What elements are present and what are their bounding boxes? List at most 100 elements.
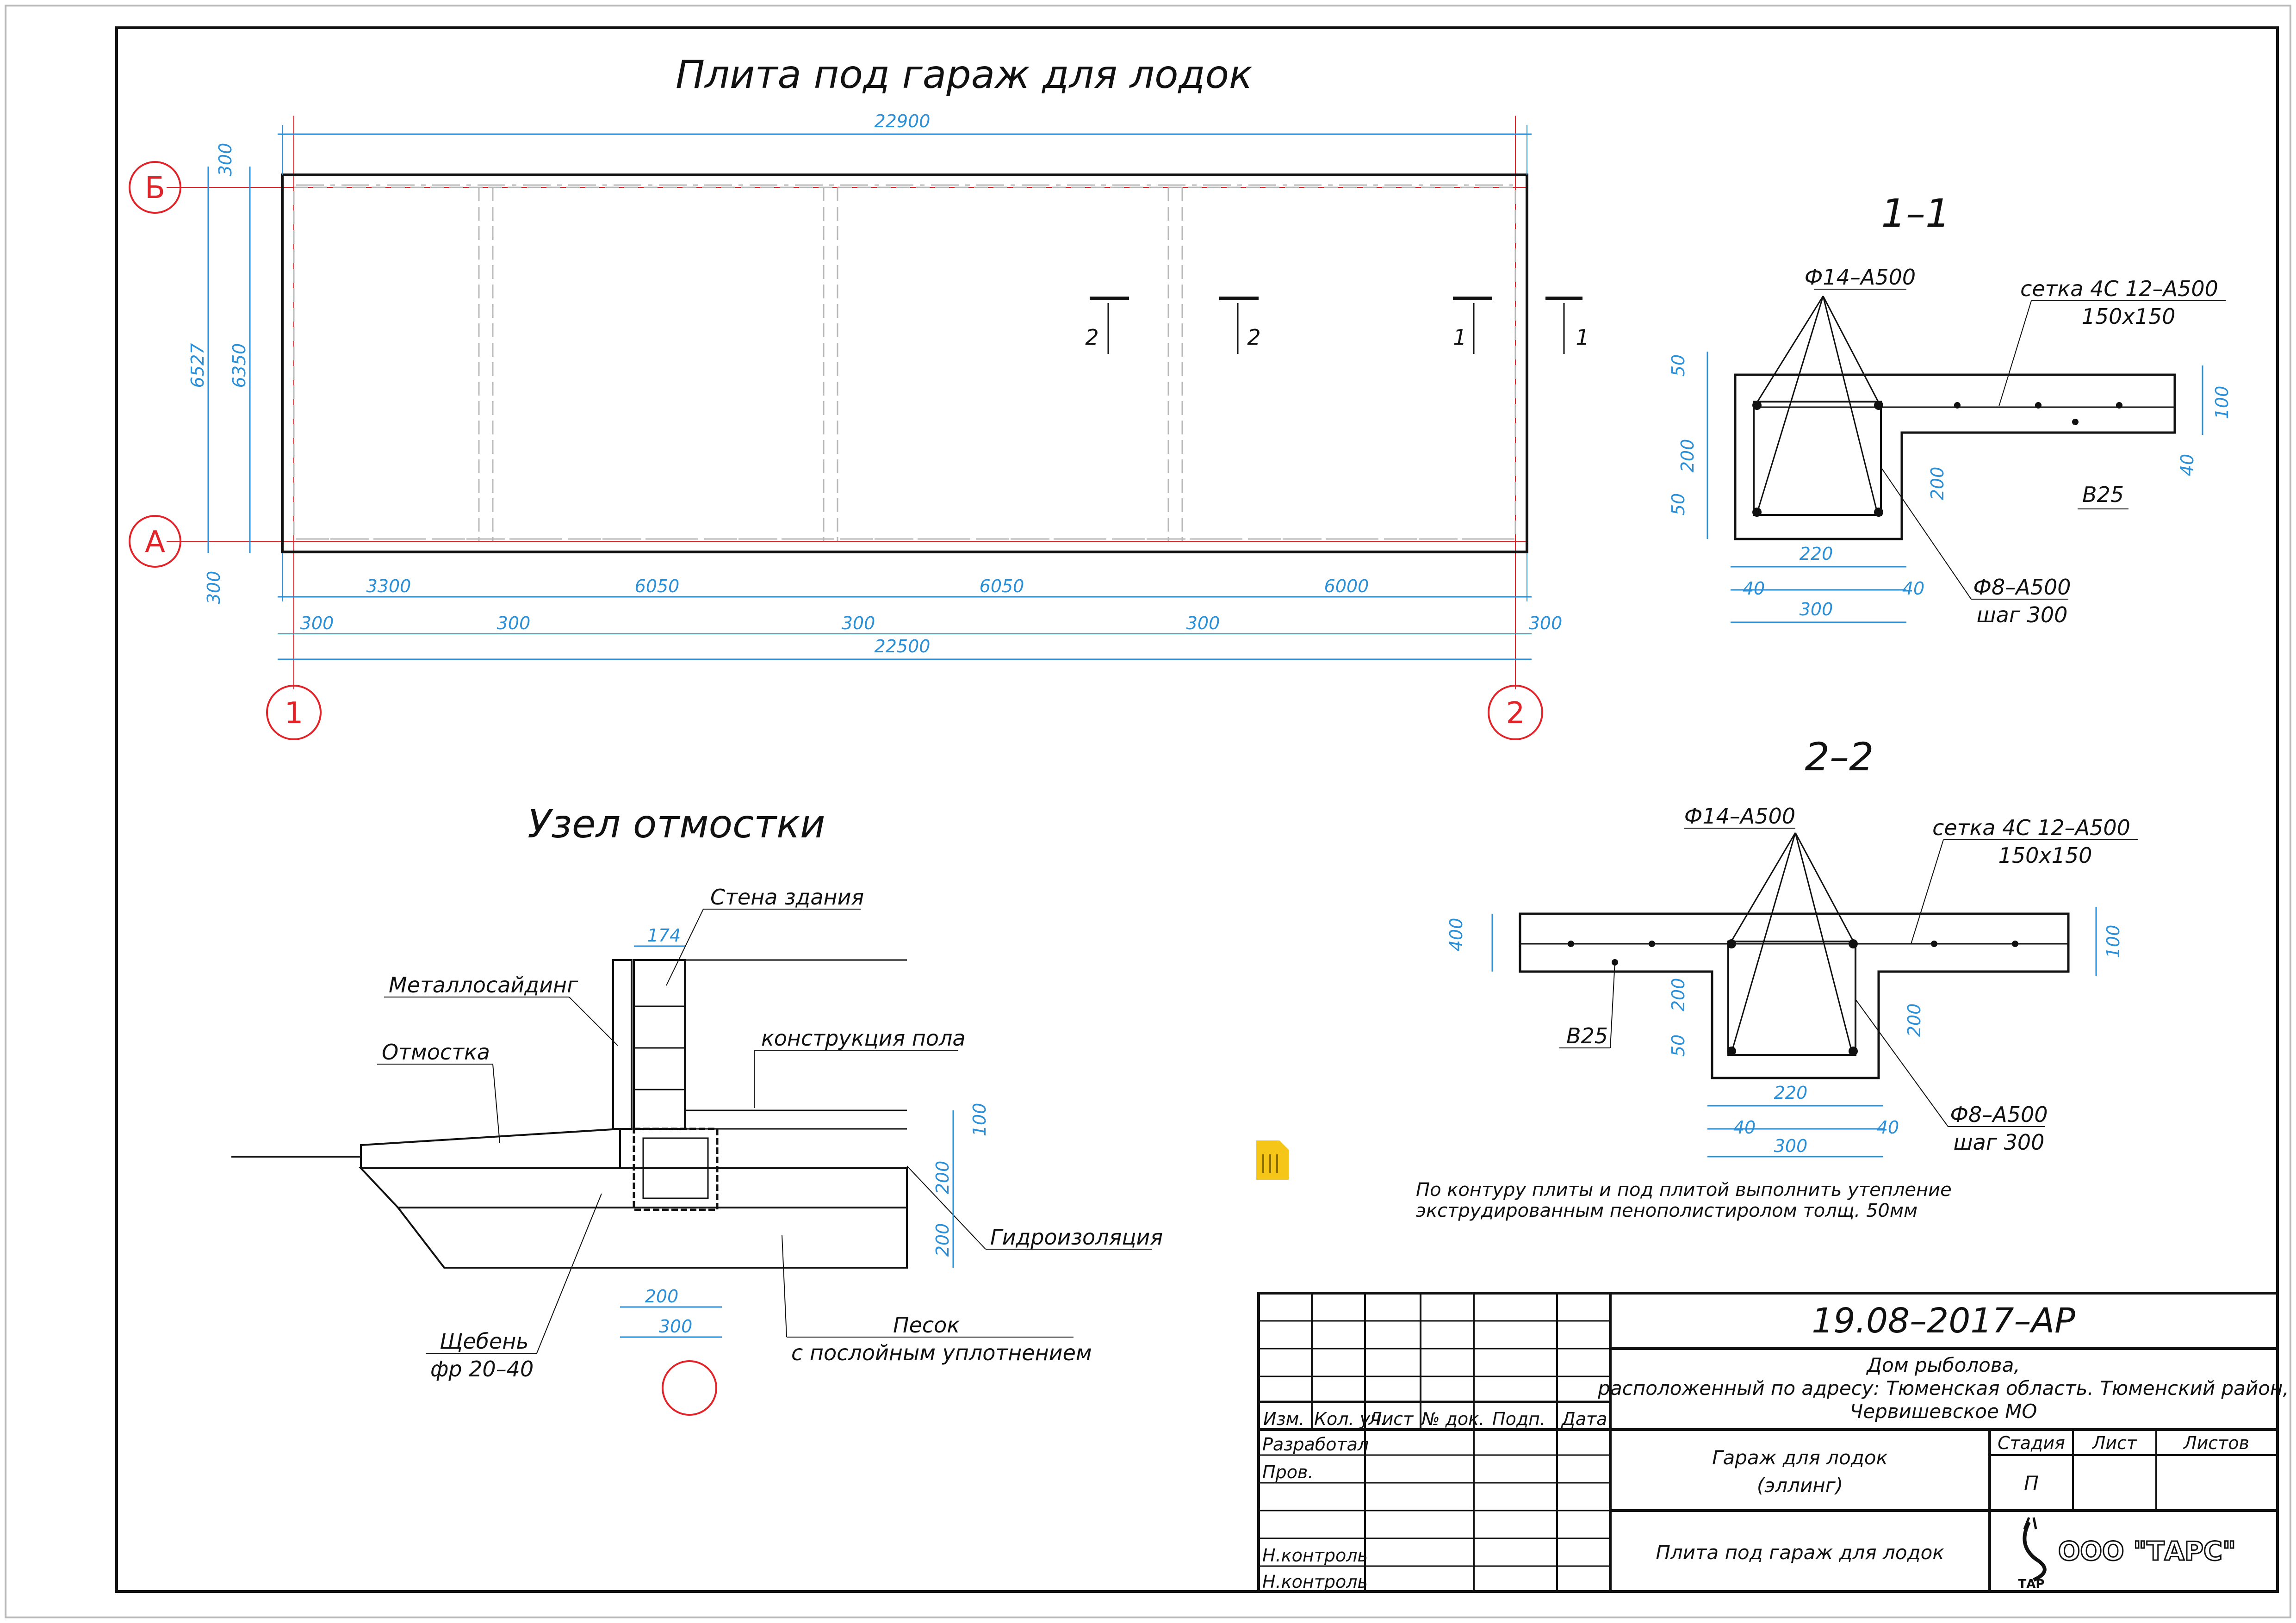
s1-concrete: В25 (2082, 482, 2124, 507)
s1-dim-outer-w: 300 (1800, 599, 1833, 619)
dim-top-total: 22900 (875, 111, 931, 131)
section-2-2: 2–2 Ф14–А500 сетка 4С 12–А500 150х150 В2… (1446, 734, 2138, 1158)
document-icon (1256, 1140, 1289, 1180)
detail-dim-layer1: 200 (932, 1161, 953, 1195)
s1-dim-bot: 50 (1668, 493, 1688, 515)
s1-dim-inner-w: 220 (1800, 544, 1833, 564)
s2-stirrup-step: шаг 300 (1954, 1130, 2045, 1155)
s1-rebar-label: Ф14–А500 (1805, 265, 1916, 290)
tb-sheets-header: Листов (2183, 1433, 2249, 1453)
s2-dim-top: 400 (1446, 918, 1466, 952)
s1-dim-rib: 200 (1927, 467, 1948, 501)
detail-axis-bubble (662, 1360, 717, 1416)
s1-stirrup-step: шаг 300 (1977, 602, 2068, 627)
s2-dim-side-r: 40 (1877, 1117, 1899, 1138)
section-mark-1a: 1 (1453, 325, 1466, 350)
dim-rib-4: 300 (1186, 613, 1220, 633)
s2-dim-mid: 200 (1668, 978, 1688, 1012)
axis-b: Б (145, 171, 165, 205)
dim-span-1: 3300 (366, 576, 411, 596)
s2-mesh-size: 150х150 (1998, 843, 2092, 868)
label-waterproofing: Гидроизоляция (990, 1225, 1163, 1250)
s1-dim-top: 50 (1668, 354, 1688, 377)
label-blind-area: Отмостка (382, 1040, 490, 1065)
s2-stirrup: Ф8–А500 (1950, 1102, 2048, 1127)
dim-span-3: 6050 (980, 576, 1024, 596)
s2-rebar-label: Ф14–А500 (1684, 804, 1795, 829)
sheet-frame (115, 26, 2279, 1593)
dim-span-4: 6000 (1324, 576, 1369, 596)
section-mark-2b: 2 (1247, 325, 1260, 350)
s2-dim-bot: 50 (1668, 1035, 1688, 1057)
s2-dim-side-l: 40 (1733, 1117, 1756, 1138)
axis-2: 2 (1506, 696, 1525, 731)
detail-dim-layer2: 200 (932, 1223, 953, 1257)
tb-role-ncontrol-1: Н.контроль (1262, 1545, 1368, 1566)
dim-edge-top: 300 (215, 143, 236, 177)
tb-sheet-header: Лист (2091, 1433, 2138, 1453)
logo-text: ТАР (2018, 1577, 2045, 1591)
note-line-2: экструдированным пенополистиролом толщ. … (1416, 1200, 1917, 1221)
detail-dim-w1: 200 (645, 1286, 679, 1307)
tb-code: 19.08–2017–АР (1812, 1301, 2075, 1341)
plan-title: Плита под гараж для лодок (676, 52, 1253, 97)
tb-header-kol: Кол. уч. (1314, 1409, 1386, 1429)
detail-title: Узел отмостки (527, 801, 825, 847)
tb-header-izm: Изм. (1263, 1409, 1304, 1429)
blind-area-detail: Узел отмостки Стена здания Металлосайдин… (231, 801, 1163, 1416)
s1-dim-side-l: 40 (1743, 578, 1765, 599)
s2-mesh-label: сетка 4С 12–А500 (1932, 815, 2130, 840)
detail-dim-wall: 174 (647, 925, 681, 946)
tb-stage-header: Стадия (1998, 1433, 2065, 1453)
dim-edge-bottom: 300 (204, 571, 224, 605)
section-1-1: 1–1 Ф14–А500 сетка 4С 12–А500 150х150 В2… (1668, 191, 2232, 627)
slab-outline (281, 173, 1528, 553)
s2-dim-outer-w: 300 (1774, 1136, 1808, 1156)
tb-company: ООО "ТАРС" (2058, 1536, 2236, 1567)
tb-role-developer: Разработал (1262, 1434, 1369, 1455)
axis-a: А (145, 525, 165, 559)
title-block: Изм. Кол. уч. Лист № док. Подп. Дата Раз… (1257, 1292, 2289, 1593)
s2-concrete: В25 (1566, 1023, 1608, 1048)
dim-bottom-total: 22500 (875, 636, 931, 657)
section-mark-1b: 1 (1576, 325, 1589, 350)
company-logo: ТАР (2018, 1517, 2047, 1591)
s1-mesh-size: 150х150 (2082, 304, 2176, 329)
note-line-1: По контуру плиты и под плитой выполнить … (1416, 1179, 1952, 1201)
label-gravel: Щебень (440, 1329, 528, 1354)
tb-header-list: Лист (1368, 1409, 1414, 1429)
section-mark-2a: 2 (1085, 325, 1098, 350)
s1-dim-side-r: 40 (1902, 578, 1924, 599)
section-marks: 2 2 1 1 (1085, 297, 1589, 354)
dim-span-2: 6050 (635, 576, 680, 596)
tb-project-line-2: расположенный по адресу: Тюменская облас… (1597, 1377, 2289, 1400)
tb-project-line-1: Дом рыболова, (1866, 1354, 2020, 1376)
section2-title: 2–2 (1805, 734, 1874, 780)
label-floor: конструкция пола (761, 1026, 966, 1051)
s2-dim-rib: 200 (1904, 1004, 1924, 1037)
tb-role-ncontrol-2: Н.контроль (1262, 1572, 1368, 1592)
s2-dim-slab: 100 (2103, 925, 2123, 959)
tb-header-date: Дата (1561, 1409, 1607, 1429)
s2-dim-inner-w: 220 (1774, 1083, 1808, 1103)
s1-dim-slab: 100 (2212, 386, 2232, 420)
label-siding: Металлосайдинг (389, 973, 578, 997)
plan-view: Плита под гараж для лодок Б А 1 2 22900 (129, 52, 1589, 740)
tb-building-2: (эллинг) (1757, 1474, 1843, 1497)
tb-header-doc: № док. (1421, 1409, 1484, 1429)
s1-dim-cover: 40 (2177, 454, 2197, 476)
dim-left-outer: 6527 (187, 343, 208, 388)
tb-header-sign: Подп. (1492, 1409, 1545, 1429)
tb-sheet-title: Плита под гараж для лодок (1656, 1541, 1944, 1564)
axis-1: 1 (285, 696, 304, 731)
dim-rib-2: 300 (497, 613, 531, 633)
dim-rib-5: 300 (1529, 613, 1563, 633)
label-sand-note: с послойным уплотнением (791, 1340, 1092, 1365)
tb-building-1: Гараж для лодок (1712, 1446, 1888, 1469)
section1-title: 1–1 (1881, 191, 1950, 236)
label-sand: Песок (893, 1313, 960, 1338)
dim-rib-1: 300 (300, 613, 334, 633)
tb-project-line-3: Червишевское МО (1849, 1400, 2037, 1423)
s1-mesh-label: сетка 4С 12–А500 (2020, 276, 2218, 301)
